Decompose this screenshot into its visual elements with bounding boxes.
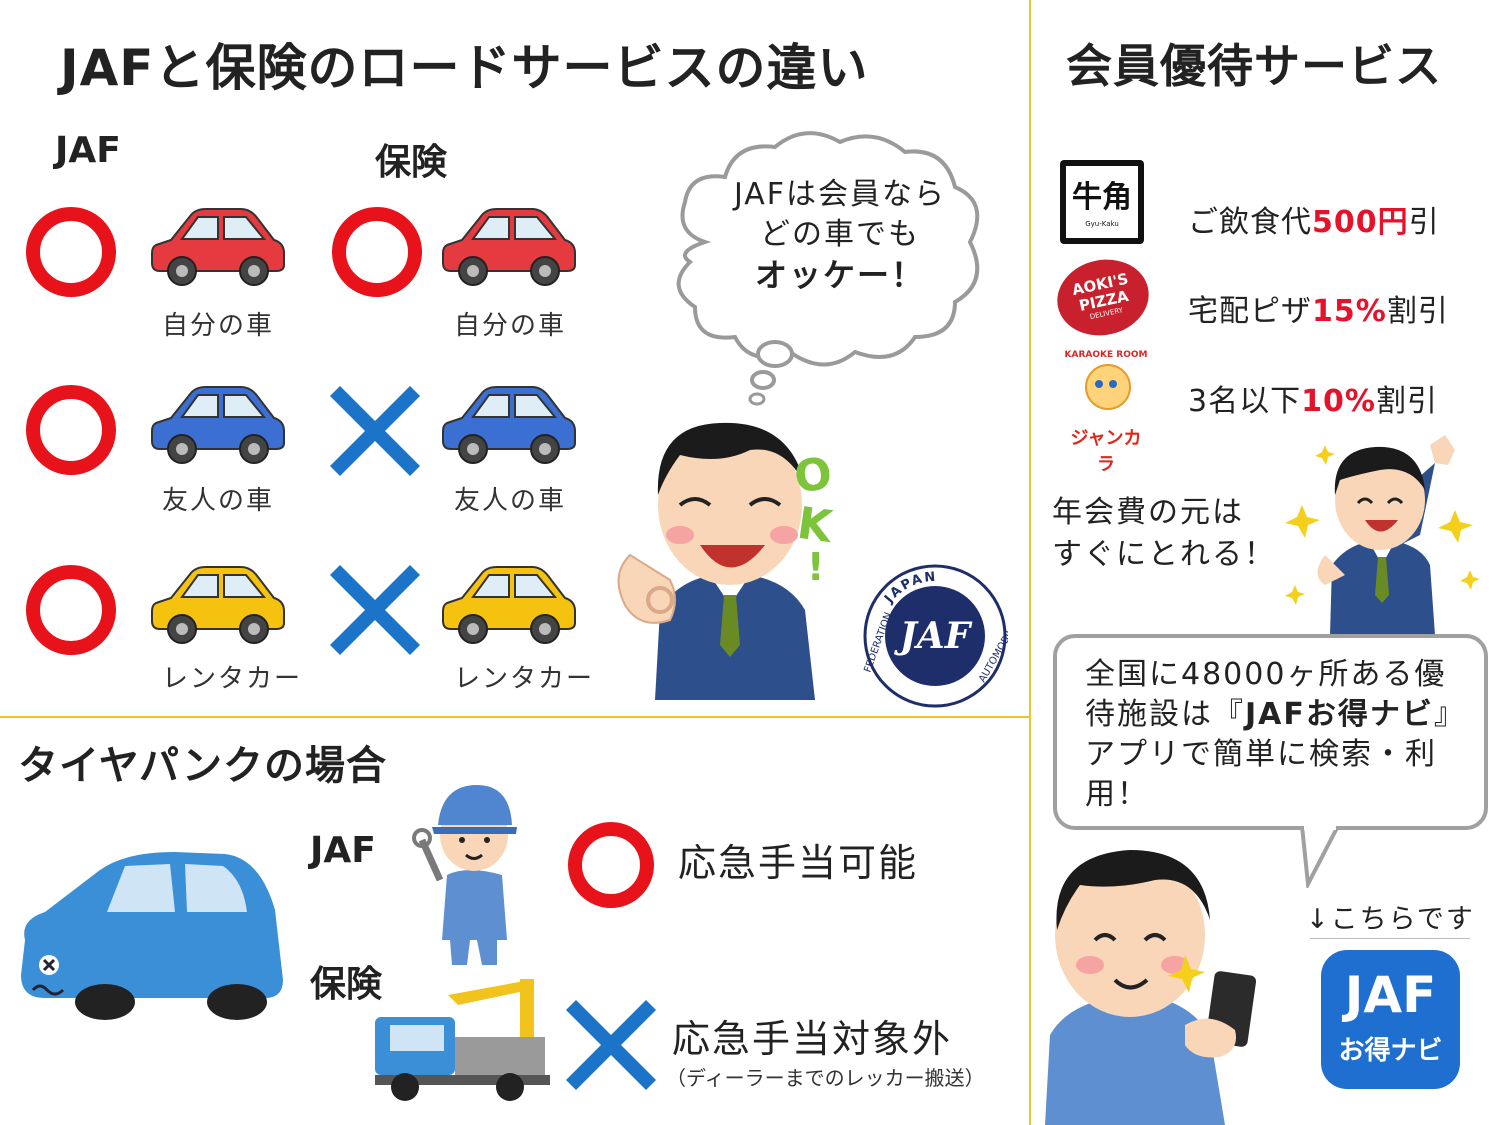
member-line-2: すぐにとれる！ <box>1052 537 1276 572</box>
tire-jaf-label: JAF <box>310 830 376 871</box>
man-with-phone-illustration <box>1045 850 1257 1125</box>
app-link-text[interactable]: ↓こちらです <box>1306 904 1475 935</box>
perk-text: 割引 <box>1375 384 1438 419</box>
speech-text-a: 全国に48000ヶ所ある優待施設は『 <box>1085 657 1447 732</box>
app-link-underline <box>1310 938 1470 939</box>
gyukaku-logo-sub: Gyu-Kaku <box>1085 220 1119 228</box>
ok-mark-ins-own-car <box>332 207 422 297</box>
perk-highlight: 500円 <box>1312 205 1409 240</box>
thought-text: JAFは会員なら どの車でも オッケー！ <box>710 175 970 295</box>
tire-insurance-result: 応急手当対象外 <box>672 1017 953 1061</box>
thought-line-1: JAFは会員なら <box>733 177 947 212</box>
horizontal-divider <box>0 716 1029 718</box>
cheering-man-illustration <box>1285 435 1480 635</box>
tow-truck-illustration <box>375 979 550 1101</box>
car-icon-yellow <box>151 566 285 644</box>
perk-karaoke: 3名以下10%割引 <box>1188 376 1438 420</box>
perk-text: 引 <box>1408 205 1440 240</box>
gyukaku-logo: 牛角 Gyu-Kaku <box>1060 160 1144 244</box>
svg-text:!: ! <box>807 545 824 589</box>
member-text: 年会費の元は すぐにとれる！ <box>1052 492 1276 576</box>
businessman-ok-illustration <box>617 422 815 700</box>
speech-bubble-tail <box>1300 826 1340 888</box>
label-jaf-own-car: 自分の車 <box>162 311 275 341</box>
speech-app-name: JAFお得ナビ <box>1245 697 1434 732</box>
label-jaf-rental-car: レンタカー <box>162 664 303 694</box>
ng-mark-ins-friend-car <box>330 386 420 476</box>
perk-text: 3名以下 <box>1188 384 1302 419</box>
car-icon-blue <box>151 386 285 464</box>
car-icon-red <box>151 208 285 286</box>
jankara-logo-text: ジャンカラ <box>1070 428 1142 475</box>
ok-mark-jaf-rental-car <box>26 565 116 655</box>
app-icon-line-2: お得ナビ <box>1338 1036 1443 1066</box>
jankara-logo: KARAOKE ROOM ジャンカラ <box>1063 350 1149 475</box>
side-title: 会員優待サービス <box>1066 39 1442 93</box>
perk-text: 割引 <box>1386 294 1449 329</box>
perk-gyukaku: ご飲食代500円引 <box>1188 197 1440 241</box>
car-icon-yellow <box>442 566 576 644</box>
main-title: JAFと保険のロードサービスの違い <box>60 39 869 97</box>
label-ins-friend-car: 友人の車 <box>454 486 567 516</box>
vertical-divider <box>1029 0 1031 1125</box>
mechanic-illustration <box>412 785 517 965</box>
perk-text: ご飲食代 <box>1188 205 1312 240</box>
perk-text: 宅配ピザ <box>1188 294 1312 329</box>
member-line-1: 年会費の元は <box>1052 495 1244 530</box>
app-icon-line-1: JAF <box>1344 966 1437 1024</box>
perk-highlight: 15% <box>1312 294 1387 329</box>
thought-line-2: どの車でも <box>760 217 920 252</box>
jaf-otokunavi-app-icon[interactable]: JAF お得ナビ <box>1321 950 1460 1089</box>
car-icon-red <box>442 208 576 286</box>
jankara-logo-sub: KARAOKE ROOM <box>1064 350 1148 360</box>
aokis-pizza-logo: AOKI'S PIZZA DELIVERY <box>1050 251 1156 344</box>
ng-mark-tire-insurance <box>566 1000 656 1090</box>
tire-insurance-note: （ディーラーまでのレッカー搬送） <box>666 1066 985 1090</box>
label-ins-own-car: 自分の車 <box>454 311 567 341</box>
speech-bubble <box>1053 634 1488 830</box>
tire-section-title: タイヤパンクの場合 <box>18 743 387 789</box>
label-ins-rental-car: レンタカー <box>454 664 595 694</box>
column-header-insurance: 保険 <box>375 142 448 183</box>
thought-line-3: オッケー！ <box>754 256 925 294</box>
flat-car-illustration <box>21 852 283 1020</box>
column-header-jaf: JAF <box>55 130 121 171</box>
tire-insurance-label: 保険 <box>310 964 383 1005</box>
perk-pizza: 宅配ピザ15%割引 <box>1188 286 1449 330</box>
ok-mark-jaf-friend-car <box>26 385 116 475</box>
speech-text-b: 』アプリで簡単に検索・利用！ <box>1085 697 1451 812</box>
svg-text:O: O <box>791 448 835 504</box>
perk-highlight: 10% <box>1301 384 1376 419</box>
car-icon-blue <box>442 386 576 464</box>
label-jaf-friend-car: 友人の車 <box>162 486 275 516</box>
jaf-logo-monogram: JAF <box>894 615 973 657</box>
ok-mark-tire-jaf <box>568 822 654 908</box>
speech-text: 全国に48000ヶ所ある優待施設は『JAFお得ナビ』アプリで簡単に検索・利用！ <box>1085 655 1465 815</box>
gyukaku-logo-text: 牛角 <box>1072 180 1132 215</box>
jaf-logo: JAPAN JAF AUTOMOBILE FEDERATION <box>862 564 1008 708</box>
ng-mark-ins-rental-car <box>330 565 420 655</box>
tire-jaf-result: 応急手当可能 <box>678 841 919 885</box>
thought-bubble <box>676 131 980 406</box>
ok-mark-jaf-own-car <box>26 207 116 297</box>
ok-gesture-text: O K ! <box>791 448 837 589</box>
